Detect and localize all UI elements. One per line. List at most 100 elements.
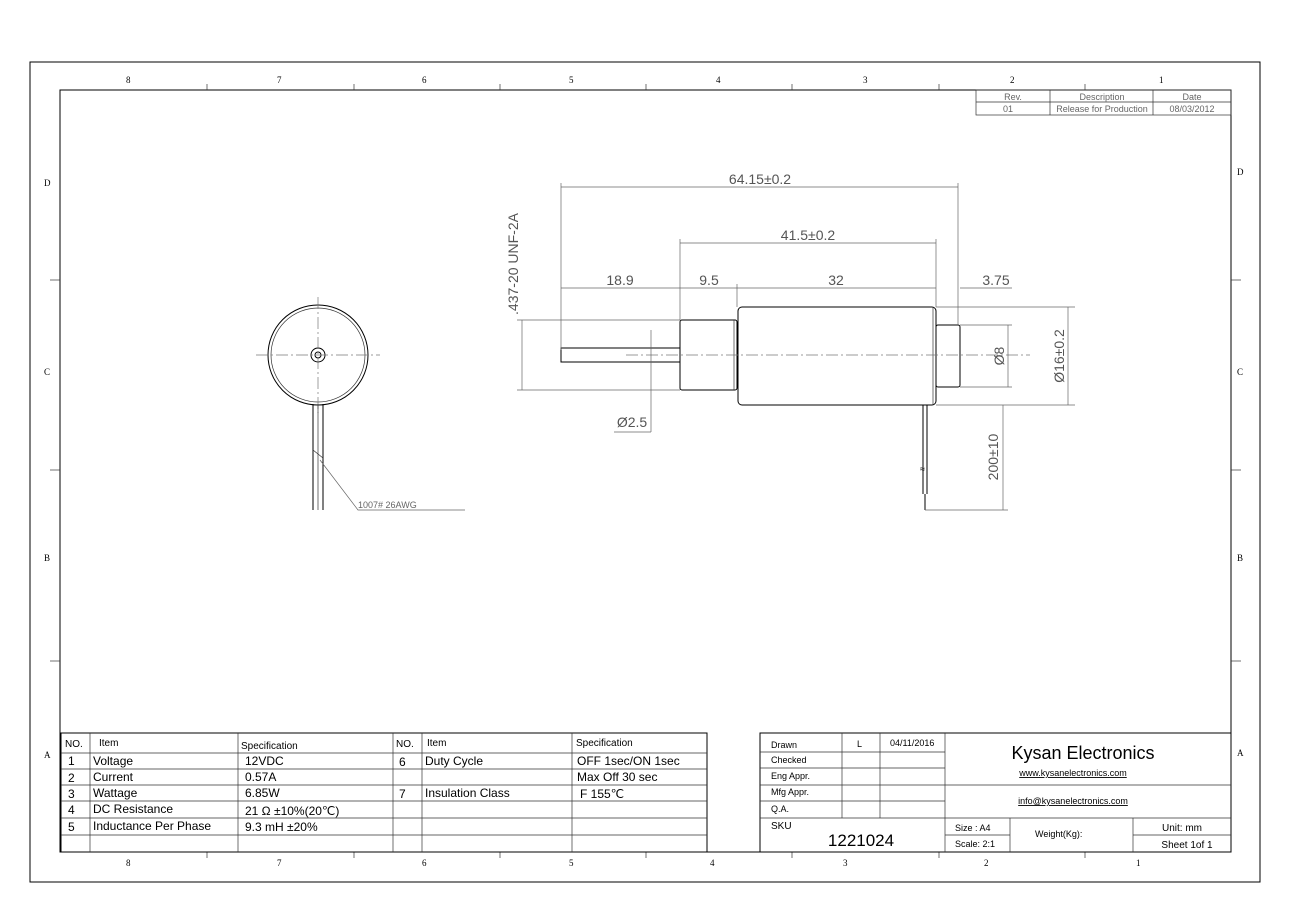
checked-label: Checked — [771, 755, 807, 765]
email-link[interactable]: info@kysanelectronics.com — [1018, 796, 1128, 806]
spec-no: 1 — [68, 754, 75, 768]
drawn-by: L — [857, 739, 862, 749]
spec-header-spec: Specification — [241, 741, 298, 752]
dimension-lines — [517, 183, 1075, 511]
zone-col-7-bottom: 7 — [277, 858, 282, 868]
spec-table: NO. Item Specification NO. Item Specific… — [60, 732, 708, 853]
date-value: 08/03/2012 — [1169, 104, 1214, 114]
description-header: Description — [1079, 92, 1124, 102]
spec-value: Max Off 30 sec — [577, 770, 657, 784]
revision-table: Rev. Description Date 01 Release for Pro… — [975, 89, 1232, 116]
rev-value: 01 — [1003, 104, 1013, 114]
end-view: 1007# 26AWG — [256, 297, 465, 511]
zone-col-4: 4 — [716, 75, 721, 85]
dim-body-diameter: Ø16±0.2 — [1051, 329, 1067, 383]
zone-row-b: B — [44, 553, 50, 563]
dim-shaft-length: 18.9 — [606, 272, 633, 288]
spec-no: 5 — [68, 820, 75, 834]
date-header: Date — [1182, 92, 1201, 102]
drawn-date: 04/11/2016 — [890, 738, 934, 748]
zone-row-c-right: C — [1237, 367, 1243, 377]
unit: Unit: mm — [1162, 823, 1202, 834]
spec-header-spec-2: Specification — [576, 738, 633, 749]
zone-col-2-bottom: 2 — [984, 858, 989, 868]
company-name: Kysan Electronics — [1011, 743, 1154, 763]
dimension-labels: 64.15±0.2 41.5±0.2 18.9 9.5 32 3.75 Ø2.5… — [505, 171, 1067, 480]
zone-col-2: 2 — [1010, 75, 1015, 85]
zone-col-6-bottom: 6 — [422, 858, 427, 868]
paper-size: Size : A4 — [955, 823, 991, 833]
title-block: Drawn L 04/11/2016 Checked Eng Appr. Mfg… — [759, 732, 1232, 853]
zone-labels: 8 7 6 5 4 3 2 1 8 7 6 5 4 3 2 1 D C B A … — [44, 75, 1244, 868]
wire-spec-label: 1007# 26AWG — [358, 500, 417, 510]
zone-col-4-bottom: 4 — [710, 858, 715, 868]
dim-body-length: 32 — [828, 272, 844, 288]
spec-value: OFF 1sec/ON 1sec — [577, 754, 680, 768]
zone-col-6: 6 — [422, 75, 427, 85]
dim-overall-length: 64.15±0.2 — [729, 171, 791, 187]
zone-col-5: 5 — [569, 75, 574, 85]
spec-no: 2 — [68, 771, 75, 785]
spec-no: 4 — [68, 803, 75, 817]
description-value: Release for Production — [1056, 104, 1148, 114]
side-view: ≈ — [560, 306, 1030, 510]
dim-thread: .437-20 UNF-2A — [505, 212, 521, 315]
zone-col-3: 3 — [863, 75, 868, 85]
eng-appr-label: Eng Appr. — [771, 771, 810, 781]
website-link[interactable]: www.kysanelectronics.com — [1018, 768, 1127, 778]
dim-body-nut-length: 41.5±0.2 — [781, 227, 836, 243]
qa-label: Q.A. — [771, 804, 789, 814]
dim-shaft-diameter: Ø2.5 — [617, 414, 648, 430]
spec-header-item: Item — [99, 738, 118, 749]
spec-rows-right: 6 Duty Cycle OFF 1sec/ON 1sec Max Off 30… — [399, 754, 680, 801]
mfg-appr-label: Mfg Appr. — [771, 787, 809, 797]
dim-cap-diameter: Ø8 — [991, 346, 1007, 365]
svg-text:≈: ≈ — [920, 464, 925, 474]
spec-value: 9.3 mH ±20% — [245, 820, 318, 834]
outer-border — [29, 61, 1261, 883]
zone-col-1-bottom: 1 — [1136, 858, 1141, 868]
dim-nut-length: 9.5 — [699, 272, 719, 288]
inner-border — [59, 89, 1232, 853]
rev-header: Rev. — [1004, 92, 1022, 102]
spec-no: 3 — [68, 787, 75, 801]
drawn-label: Drawn — [771, 740, 797, 750]
spec-item: Inductance Per Phase — [93, 819, 211, 833]
dim-cap-length: 3.75 — [982, 272, 1009, 288]
zone-ticks — [50, 84, 1241, 858]
spec-header-item-2: Item — [427, 738, 446, 749]
solenoid-body — [737, 306, 937, 406]
spec-item: Current — [93, 770, 134, 784]
spec-rows-left: 1 Voltage 12VDC 2 Current 0.57A 3 Wattag… — [68, 754, 339, 834]
zone-row-b-right: B — [1237, 553, 1243, 563]
zone-row-a: A — [44, 750, 51, 760]
zone-col-8: 8 — [126, 75, 131, 85]
rear-cap — [935, 324, 961, 388]
scale: Scale: 2:1 — [955, 839, 995, 849]
zone-col-3-bottom: 3 — [843, 858, 848, 868]
spec-header-no: NO. — [65, 739, 83, 750]
sku-label: SKU — [771, 821, 792, 832]
zone-col-1: 1 — [1159, 75, 1164, 85]
weight-label: Weight(Kg): — [1035, 829, 1082, 839]
spec-item: Voltage — [93, 754, 133, 768]
spec-value: F 155℃ — [580, 787, 624, 801]
spec-no: 6 — [399, 755, 406, 769]
zone-row-c: C — [44, 367, 50, 377]
sku-value: 1221024 — [828, 831, 894, 850]
zone-row-d-right: D — [1237, 167, 1244, 177]
zone-row-d: D — [44, 178, 51, 188]
zone-col-8-bottom: 8 — [126, 858, 131, 868]
zone-col-5-bottom: 5 — [569, 858, 574, 868]
spec-item: Insulation Class — [425, 786, 510, 800]
spec-item: Wattage — [93, 786, 138, 800]
spec-value: 12VDC — [245, 754, 284, 768]
spec-item: DC Resistance — [93, 802, 173, 816]
zone-row-a-right: A — [1237, 748, 1244, 758]
spec-value: 0.57A — [245, 770, 276, 784]
zone-col-7: 7 — [277, 75, 282, 85]
dim-lead-length: 200±10 — [985, 433, 1001, 480]
spec-item: Duty Cycle — [425, 754, 483, 768]
sheet-number: Sheet 1of 1 — [1161, 840, 1213, 851]
